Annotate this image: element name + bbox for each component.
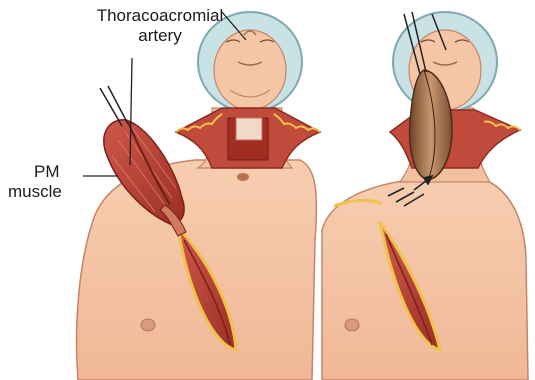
pm-label-line2: muscle (8, 182, 88, 202)
left-figure (77, 12, 320, 380)
right-nipple (345, 319, 359, 331)
left-sternal-notch (237, 173, 249, 181)
artery-label-line2: artery (60, 26, 260, 46)
right-figure (322, 12, 528, 380)
artery-label-line1: Thoracoacromial (60, 6, 260, 26)
right-torso (322, 180, 528, 380)
pm-muscle-label: PM muscle (8, 162, 88, 202)
left-trachea (236, 118, 262, 140)
left-nipple (141, 319, 155, 331)
pm-label-line1: PM (8, 162, 88, 182)
thoracoacromial-artery-label: Thoracoacromial artery (60, 6, 260, 46)
